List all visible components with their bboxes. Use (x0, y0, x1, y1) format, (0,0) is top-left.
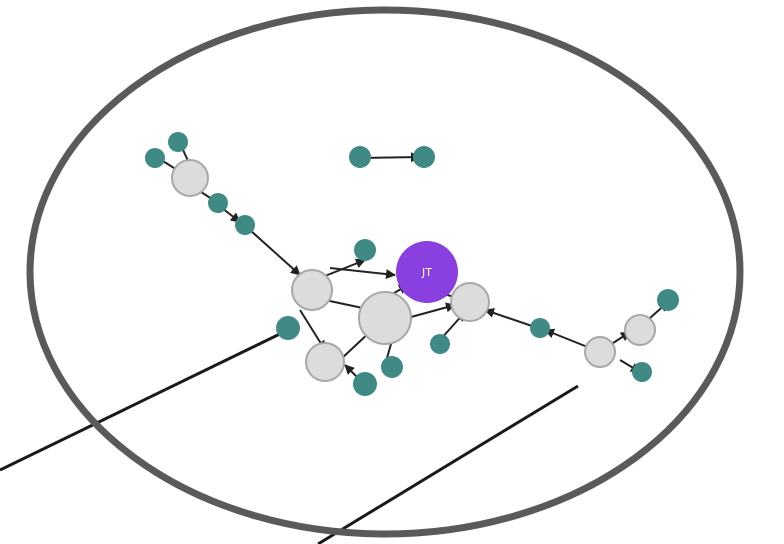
small-node (168, 132, 188, 152)
edge (249, 229, 301, 276)
small-node (276, 316, 300, 340)
callout-line-left (0, 328, 289, 472)
small-node (430, 334, 450, 354)
gray-node (171, 159, 209, 197)
small-node (235, 215, 255, 235)
callout-lines (0, 328, 579, 544)
gray-node (291, 269, 333, 311)
small-node (354, 239, 376, 261)
small-node (208, 193, 228, 213)
edge (329, 267, 396, 280)
small-node (381, 356, 403, 378)
enclosing-ellipse (26, 6, 744, 538)
small-node (632, 362, 652, 382)
hub-node: JT (396, 241, 458, 303)
edge (484, 308, 536, 328)
hub-node-label: JT (421, 266, 432, 279)
gray-node (358, 291, 412, 345)
small-node (353, 372, 377, 396)
small-node (145, 148, 165, 168)
small-nodes (145, 132, 679, 396)
edge (544, 328, 591, 349)
small-node (657, 289, 679, 311)
gray-node (624, 314, 656, 346)
small-node (530, 318, 550, 338)
gray-node (450, 282, 490, 322)
callout-line-right (317, 384, 579, 544)
edge (361, 152, 421, 163)
gray-node (584, 336, 616, 368)
gray-nodes (171, 159, 656, 382)
hub-node-circle (396, 241, 458, 303)
small-node (413, 146, 435, 168)
gray-node (305, 342, 345, 382)
small-node (349, 146, 371, 168)
